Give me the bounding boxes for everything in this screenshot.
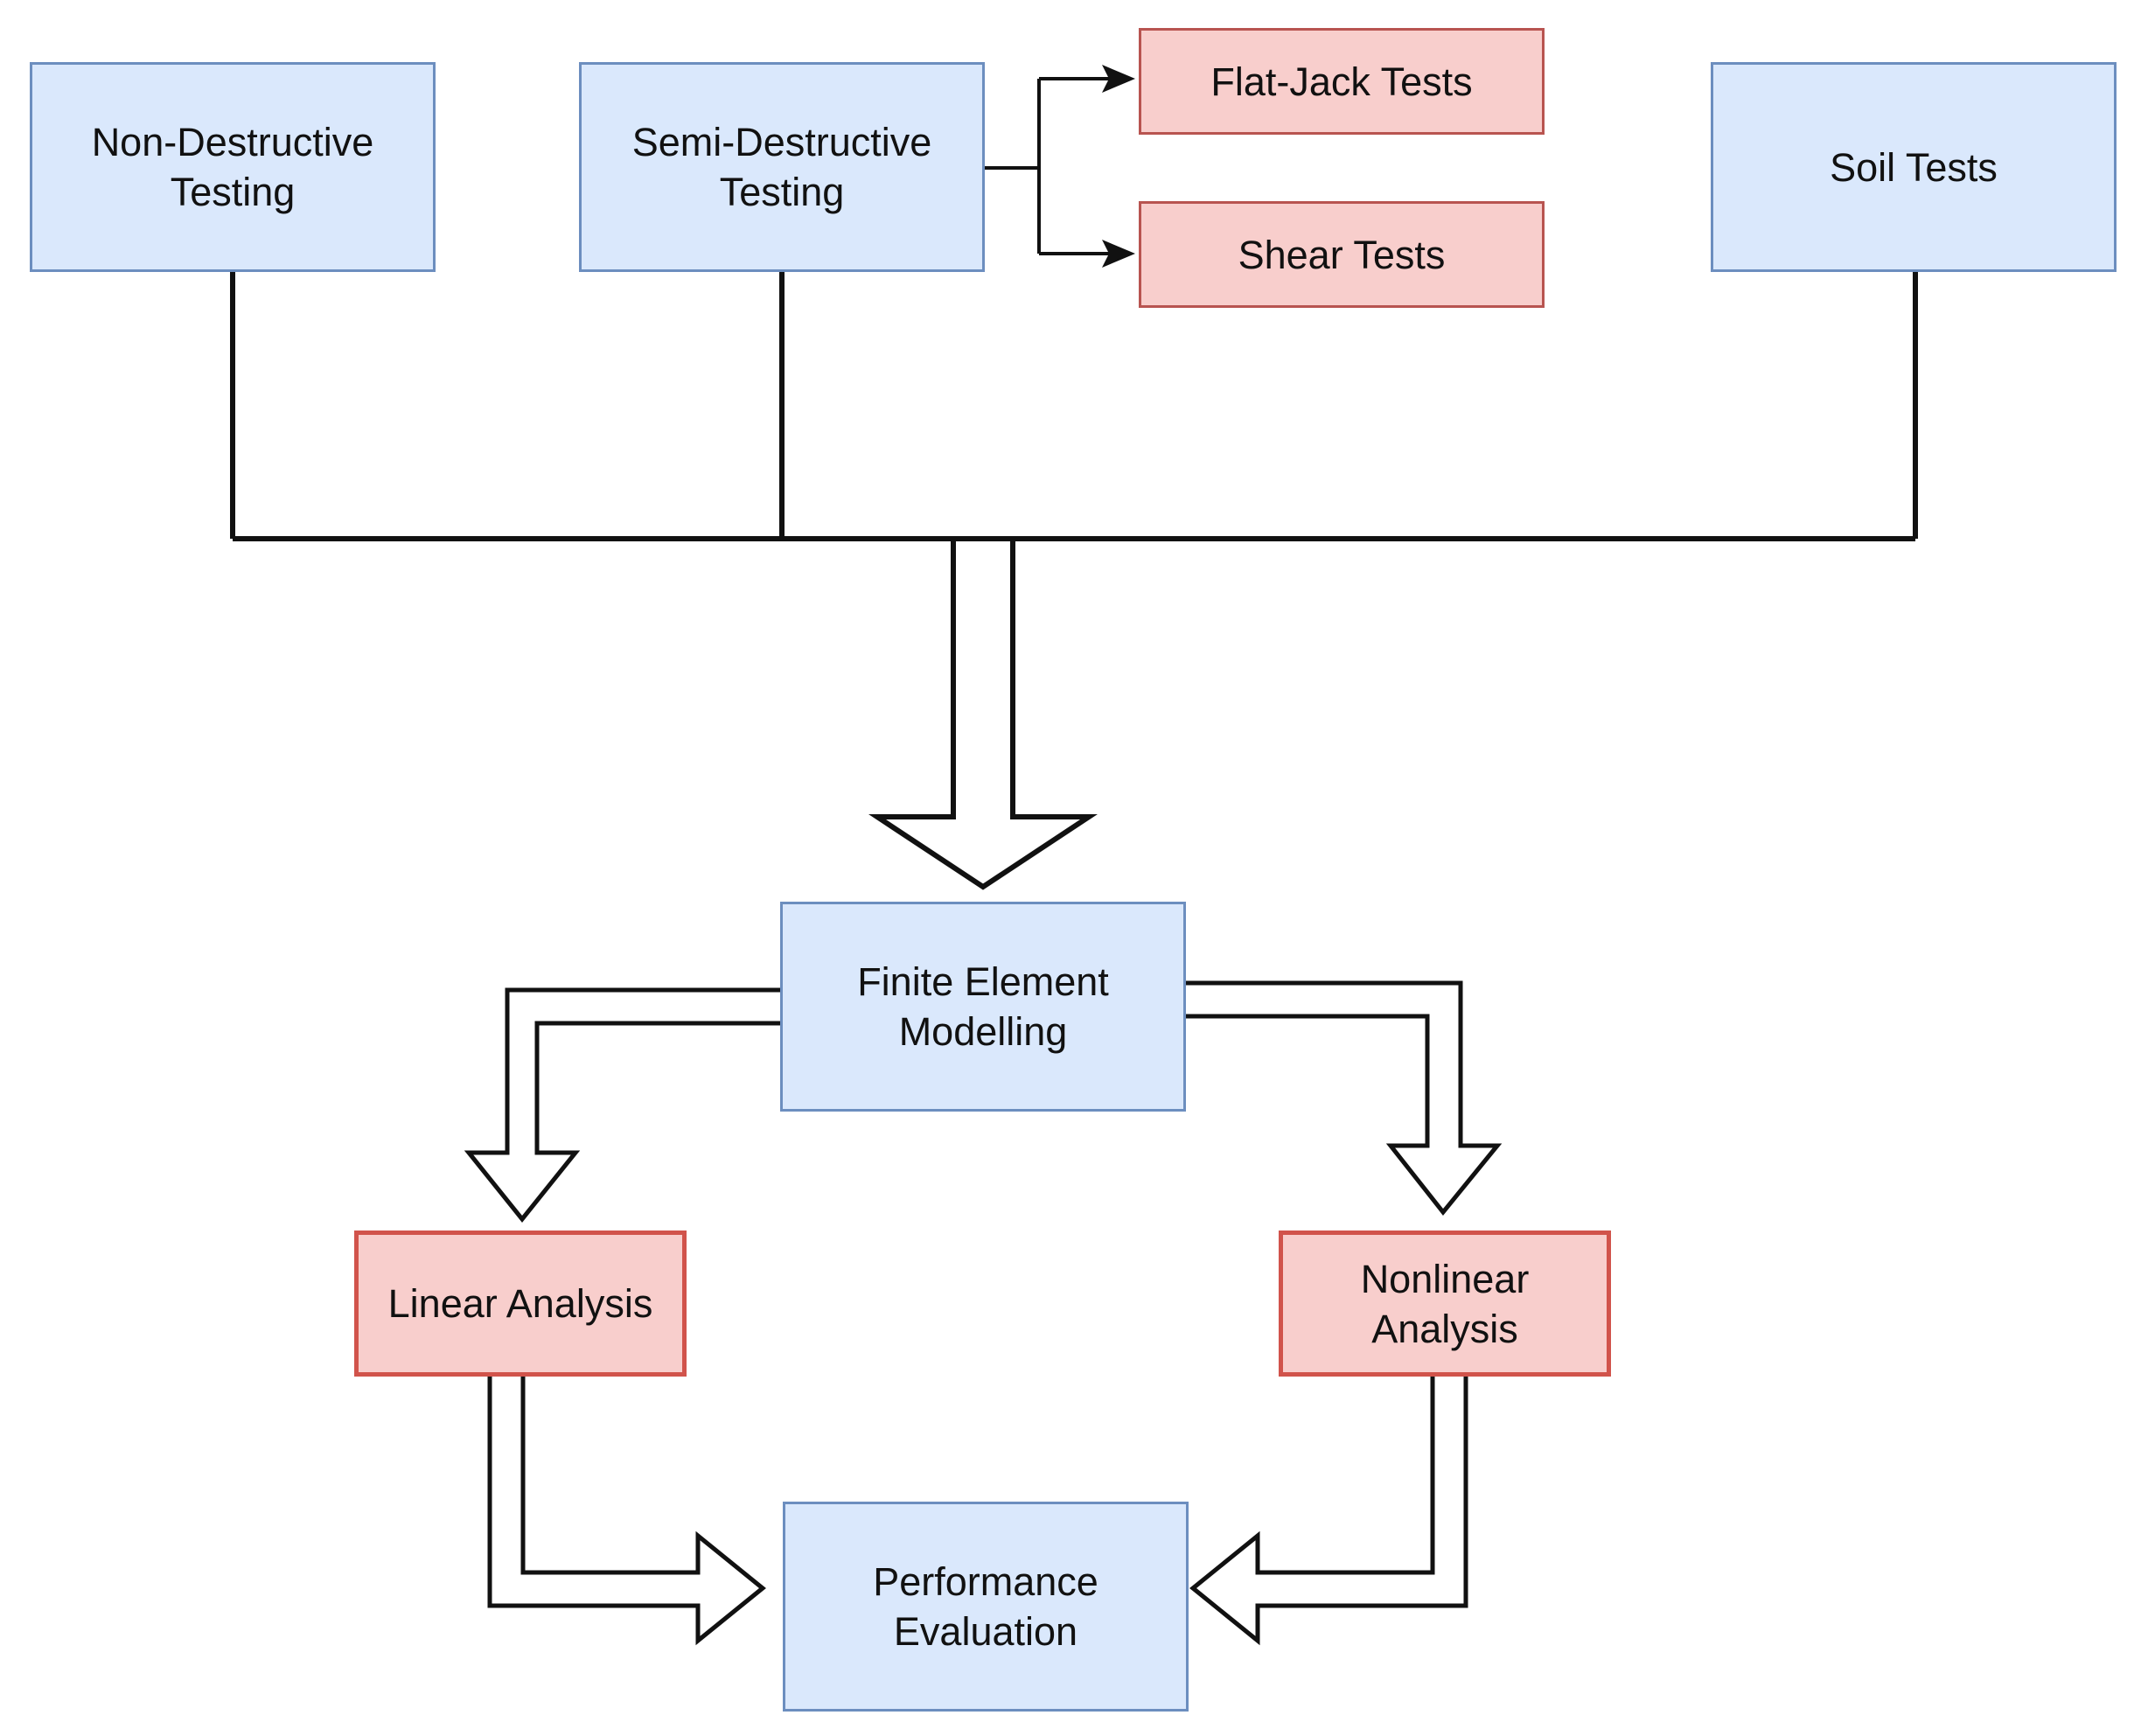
node-linear-analysis: Linear Analysis <box>354 1231 687 1377</box>
branch-connector <box>984 65 1135 268</box>
node-finite-element-modelling: Finite Element Modelling <box>780 902 1186 1112</box>
block-arrow-nonlinear-to-performance <box>1189 1377 1468 1646</box>
block-arrow-to-linear <box>464 987 780 1223</box>
node-flat-jack-tests: Flat-Jack Tests <box>1139 28 1545 135</box>
node-non-destructive-testing: Non-Destructive Testing <box>30 62 436 272</box>
arrowhead-flat-jack <box>1102 65 1135 93</box>
node-semi-destructive-testing: Semi-Destructive Testing <box>579 62 985 272</box>
node-shear-tests: Shear Tests <box>1139 201 1545 308</box>
block-arrow-to-nonlinear <box>1186 980 1503 1216</box>
node-nonlinear-analysis: Nonlinear Analysis <box>1279 1231 1611 1377</box>
node-performance-evaluation: Performance Evaluation <box>783 1502 1189 1712</box>
node-soil-tests: Soil Tests <box>1711 62 2117 272</box>
arrowhead-shear <box>1102 240 1135 268</box>
block-arrow-linear-to-performance <box>487 1377 766 1646</box>
block-arrow-to-fem <box>868 536 1098 890</box>
merge-connector <box>230 271 1918 541</box>
